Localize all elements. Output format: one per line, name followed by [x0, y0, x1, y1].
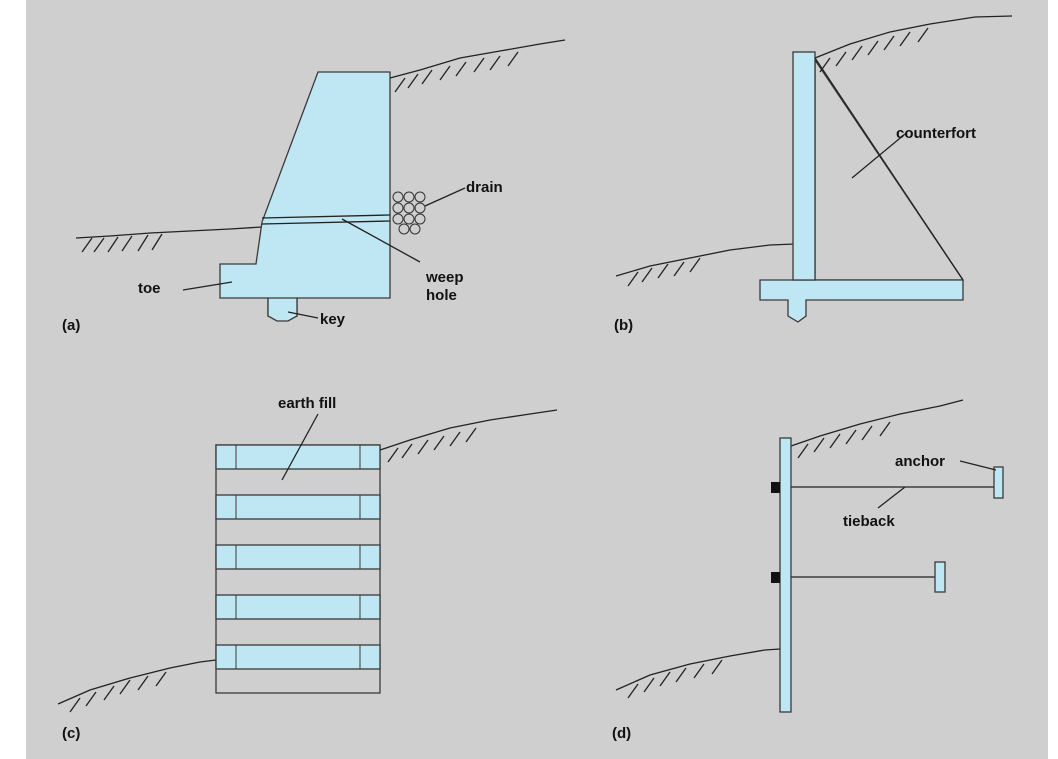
ground-hatch-left-a [81, 233, 163, 253]
counterfort-label: counterfort [896, 125, 976, 142]
retained-ground-line-b [814, 15, 1013, 59]
retained-ground-hatch-d [797, 421, 891, 459]
crib-band [215, 544, 381, 570]
ground-hatch-left-d [627, 659, 723, 699]
counterfort-stem [792, 51, 816, 281]
crib-band [215, 494, 381, 520]
retained-ground-hatch-c [387, 427, 477, 463]
panel-b-label: (b) [614, 317, 633, 334]
ground-line-left-a [75, 226, 263, 239]
key-leader [287, 311, 319, 319]
panel-d-label: (d) [612, 725, 631, 742]
weep-leader [341, 218, 421, 263]
panel-a-label: (a) [62, 317, 80, 334]
retained-ground-line-d [790, 399, 964, 447]
anchor-label: anchor [895, 453, 945, 470]
tieback-leader [877, 486, 906, 509]
counterfort-base-slab [759, 279, 964, 323]
panel-c-crib-wall: earth fill (c) [57, 395, 558, 742]
panel-a-gravity-wall: toe key drain weep hole (a) [62, 39, 566, 334]
key-label: key [320, 311, 346, 328]
toe-leader [182, 281, 233, 291]
counterfort-diagonal [814, 57, 964, 281]
retained-ground-hatch-a [394, 51, 519, 93]
crib-vertical-members [235, 445, 361, 669]
drain-label: drain [466, 179, 503, 196]
gravity-wall-body [219, 71, 391, 317]
retained-ground-hatch-b [819, 27, 929, 73]
ground-hatch-left-c [69, 671, 167, 713]
wale-upper [771, 482, 780, 493]
weep-label-line1: weep [425, 269, 464, 286]
panel-c-label: (c) [62, 725, 80, 742]
crib-band [215, 644, 381, 670]
wale-lower [771, 572, 780, 583]
figure-background [26, 0, 1048, 759]
retained-ground-line-c [379, 409, 558, 451]
counterfort-leader [851, 133, 906, 179]
earth-fill-leader [281, 413, 319, 481]
tieback-label: tieback [843, 513, 895, 530]
gravity-wall-key [267, 297, 298, 322]
anchor-upper [993, 466, 1004, 499]
crib-fill-bands [215, 444, 381, 670]
toe-label: toe [138, 280, 161, 297]
panel-d-anchored-wall: anchor tieback (d) [612, 399, 1004, 742]
retained-ground-line-a [389, 39, 566, 79]
drain-gravel [392, 191, 426, 235]
anchor-lower [934, 561, 946, 593]
crib-band [215, 444, 381, 470]
ground-hatch-left-b [627, 257, 701, 287]
sheet-pile-wall [779, 437, 792, 713]
earth-fill-label: earth fill [278, 395, 336, 412]
drain-leader [424, 187, 466, 207]
weep-label-line2: hole [426, 287, 457, 304]
ground-line-left-c [57, 659, 217, 705]
crib-band [215, 594, 381, 620]
panel-b-counterfort-wall: counterfort (b) [614, 15, 1013, 334]
ground-line-left-b [615, 243, 796, 277]
ground-line-left-d [615, 648, 781, 691]
weep-hole [261, 214, 391, 225]
anchor-leader [959, 460, 997, 471]
